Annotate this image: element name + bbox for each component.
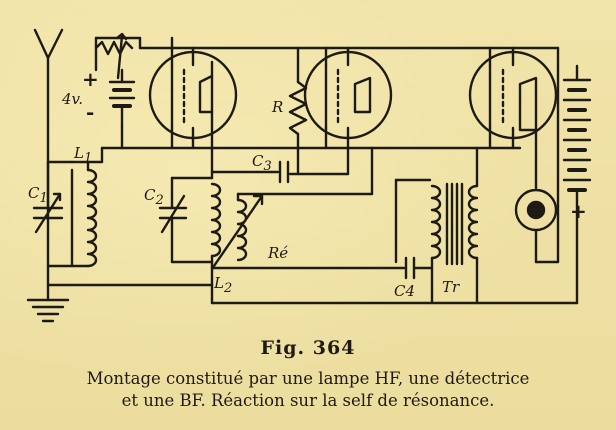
grid-leak-resistor-R <box>288 46 308 176</box>
capacitor-C4 <box>210 256 434 280</box>
coil-L2-label: L2 <box>213 274 232 296</box>
earphone-symbol <box>514 128 560 264</box>
ground-symbol <box>26 283 70 323</box>
resistor-label: R <box>271 98 283 116</box>
antenna-symbol <box>33 28 64 287</box>
plate-battery-plus-sign: + <box>570 199 587 223</box>
coil-L1 <box>70 160 98 268</box>
battery-minus-sign: - <box>86 100 94 124</box>
figure-caption: Montage constitué par une lampe HF, une … <box>0 368 616 412</box>
capacitor-C1-label: C1 <box>28 184 48 206</box>
capacitor-C3-label: C3 <box>252 152 272 174</box>
tube-bf <box>468 46 558 150</box>
reaction-coil-Re <box>212 146 374 268</box>
tube-detector <box>303 46 393 150</box>
variable-capacitor-C2 <box>158 176 214 264</box>
battery-4v-label: 4v. <box>61 90 83 108</box>
rheostat-symbol <box>94 32 134 80</box>
variable-capacitor-C1 <box>32 160 64 234</box>
filament-battery-4v <box>108 68 136 130</box>
battery-plus-sign: + <box>82 67 99 91</box>
circuit-schematic: + 4v. - <box>26 28 592 323</box>
caption-line-1: Montage constitué par une lampe HF, une … <box>86 369 530 388</box>
reaction-coil-label: Ré <box>267 244 288 262</box>
capacitor-C2-label: C2 <box>144 186 164 208</box>
plate-battery <box>556 46 592 305</box>
transformer-label: Tr <box>442 278 460 296</box>
capacitor-C3 <box>210 146 350 184</box>
coil-L1-label: L1 <box>73 144 92 166</box>
caption-line-2: et une BF. Réaction sur la self de réson… <box>121 391 495 410</box>
coil-L2 <box>210 182 222 287</box>
figure-title: Fig. 364 <box>260 337 356 359</box>
capacitor-C4-label: C4 <box>394 282 415 300</box>
transformer-Tr <box>394 146 479 305</box>
tube-hf <box>148 36 238 150</box>
